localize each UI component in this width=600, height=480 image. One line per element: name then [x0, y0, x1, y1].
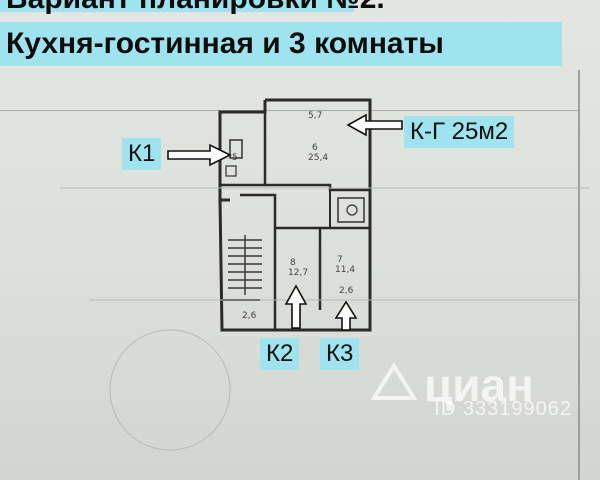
svg-text:7: 7 — [337, 255, 343, 265]
svg-text:2,6: 2,6 — [339, 286, 354, 296]
room-label-kg: К-Г 25м2 — [404, 116, 515, 148]
title-line1: Вариант планировки №2. — [6, 0, 385, 15]
room-label-k2-text: К2 — [266, 340, 294, 367]
watermark-brand: циан — [424, 359, 534, 411]
arrow-up-icon — [284, 284, 308, 329]
svg-text:25,4: 25,4 — [308, 153, 328, 163]
room-label-k3-text: К3 — [326, 340, 354, 367]
svg-text:6: 6 — [312, 143, 318, 153]
arrow-left-icon — [346, 113, 403, 137]
svg-text:8: 8 — [290, 258, 296, 268]
svg-text:2,6: 2,6 — [242, 311, 257, 321]
room-label-k3: К3 — [320, 338, 360, 370]
arrow-right-icon — [167, 143, 232, 167]
cian-logo-icon — [370, 362, 418, 400]
paper-rule — [0, 110, 578, 111]
title-line2: Кухня-гостинная и 3 комнаты — [6, 27, 444, 60]
svg-text:5: 5 — [232, 153, 238, 163]
room-label-k1: К1 — [122, 138, 162, 170]
room-label-k2: К2 — [260, 338, 300, 370]
title-banner-line1: Вариант планировки №2. — [0, 0, 385, 15]
room-label-kg-text: К-Г 25м2 — [410, 118, 509, 145]
svg-text:11,4: 11,4 — [335, 265, 355, 275]
arrow-up-icon — [334, 300, 358, 331]
svg-text:12,7: 12,7 — [288, 268, 308, 278]
watermark-id: ID 333199062 — [434, 398, 572, 420]
paper-frame — [0, 70, 580, 480]
svg-text:5,7: 5,7 — [308, 111, 322, 121]
room-label-k1-text: К1 — [128, 140, 156, 167]
title-banner-line2: Кухня-гостинная и 3 комнаты — [0, 22, 562, 66]
